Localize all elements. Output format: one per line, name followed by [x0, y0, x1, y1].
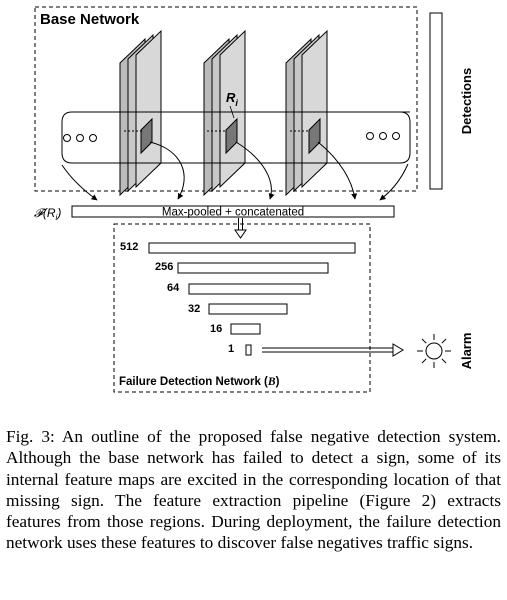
- base-network-title: Base Network: [40, 11, 140, 28]
- alarm-sun-icon: [417, 334, 451, 368]
- layer-16: 16: [210, 323, 261, 335]
- maxpool-bar: [71, 205, 395, 218]
- layer-32: 32: [188, 303, 288, 315]
- pipeline-band-right: [399, 111, 411, 164]
- layer-512: 512: [120, 241, 356, 254]
- svg-text:256: 256: [155, 261, 173, 273]
- region-block-3: [308, 117, 321, 155]
- arrow-from-region-1: [149, 141, 185, 200]
- down-arrow-icon: [234, 218, 247, 239]
- alarm-label: Alarm: [459, 333, 474, 370]
- figure-caption: Fig. 3: An outline of the proposed false…: [6, 427, 501, 553]
- feature-map-stack-3: [285, 29, 328, 197]
- feature-map-stack-1: [119, 29, 162, 197]
- pipeline-band: [61, 111, 402, 164]
- figure-diagram: Base Network Detections: [34, 6, 474, 393]
- arrow-from-region-3: [317, 141, 358, 200]
- ellipsis-left-icon: [63, 134, 97, 142]
- region-label: Ri: [226, 90, 238, 108]
- region-block-1: [140, 117, 153, 155]
- svg-text:1: 1: [228, 343, 234, 355]
- output-arrow-icon: [262, 343, 404, 357]
- ellipsis-right-icon: [366, 132, 400, 140]
- detections-label: Detections: [459, 68, 474, 134]
- layer-256: 256: [155, 261, 329, 274]
- arrow-from-region-2: [235, 141, 275, 200]
- svg-text:32: 32: [188, 303, 200, 315]
- failure-detection-box: [113, 223, 371, 393]
- svg-text:64: 64: [167, 282, 180, 294]
- arrow-from-left: [61, 164, 98, 201]
- region-block-2: [225, 117, 238, 155]
- layer-64: 64: [167, 282, 311, 295]
- detections-bar: [429, 12, 443, 190]
- feature-map-stack-2: [203, 29, 246, 197]
- feature-function-label: 𝓕(Ri): [34, 206, 61, 222]
- arrow-from-right: [379, 163, 409, 201]
- base-network-box: [34, 6, 418, 192]
- svg-text:512: 512: [120, 241, 138, 253]
- region-label-leader: [229, 105, 235, 119]
- maxpool-label: Max-pooled + concatenated: [162, 207, 304, 219]
- svg-text:16: 16: [210, 323, 222, 335]
- failure-detection-title: Failure Detection Network (B): [119, 376, 280, 388]
- layer-1: 1: [228, 343, 252, 356]
